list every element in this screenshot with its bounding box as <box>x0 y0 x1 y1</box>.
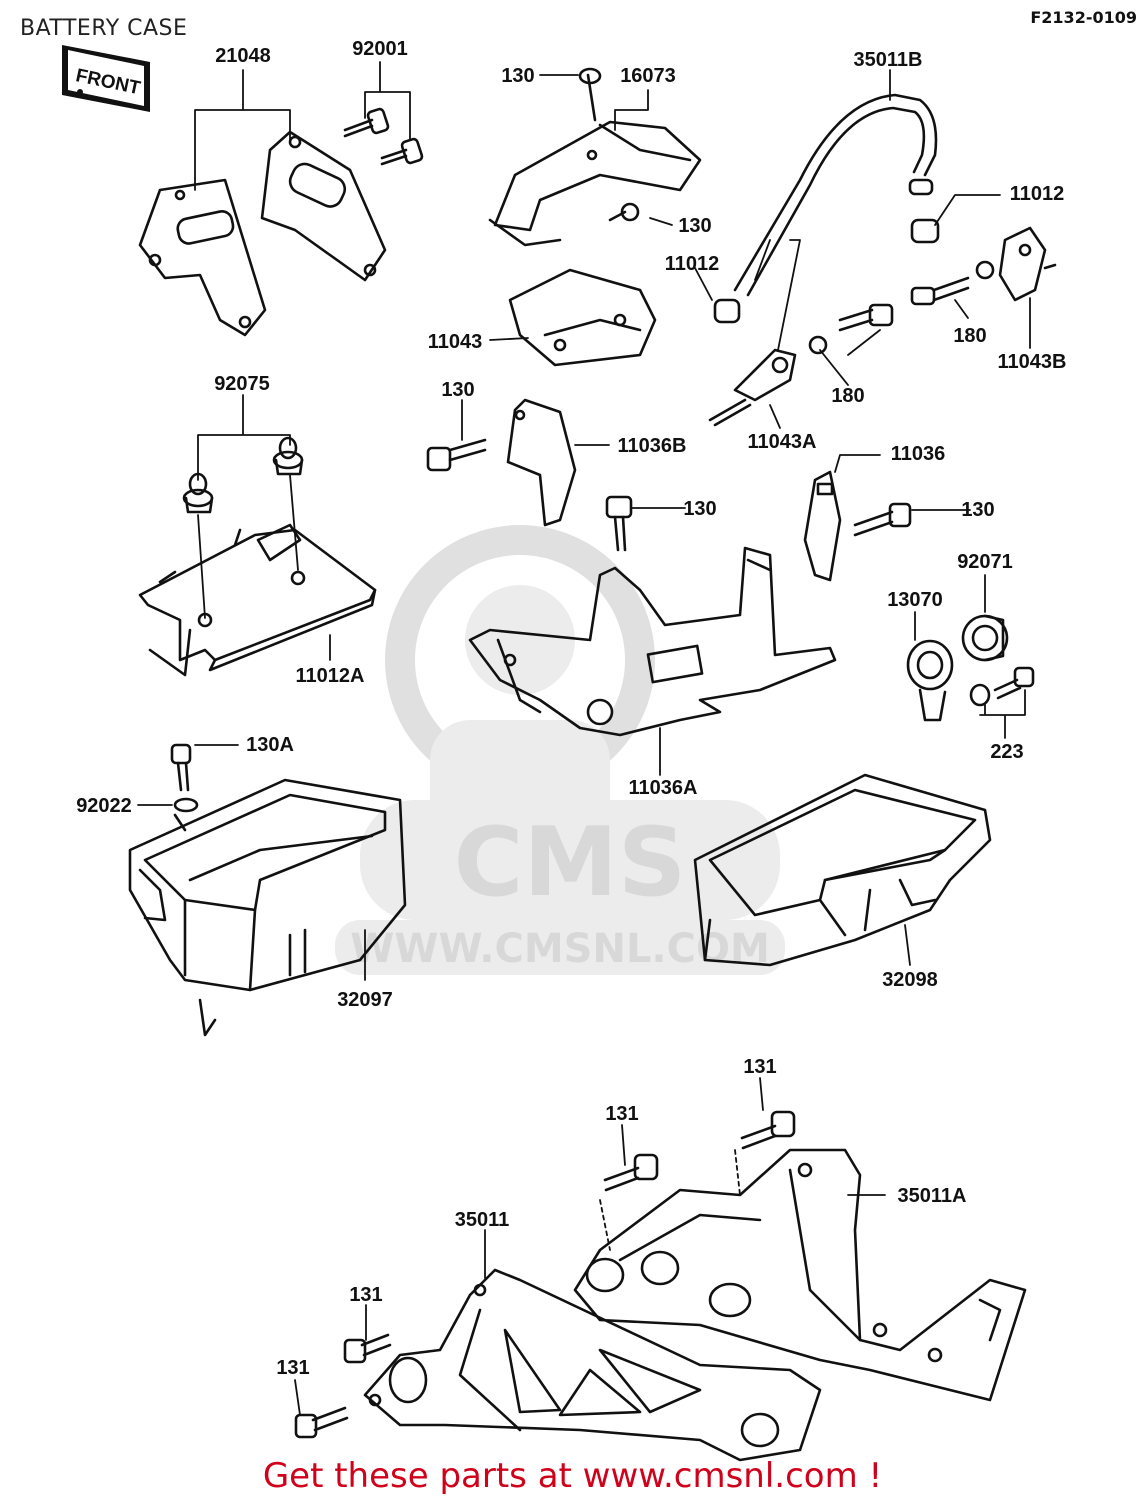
label-11036A: 11036A <box>629 777 698 799</box>
part-11043A-bracket <box>708 348 797 427</box>
label-11043B: 11043B <box>998 351 1067 373</box>
part-16073-bracket <box>488 67 702 247</box>
page-title: BATTERY CASE <box>20 16 188 41</box>
label-130: 130 <box>683 498 716 520</box>
label-11012: 11012 <box>1010 183 1065 205</box>
bolt-92001 <box>343 107 424 166</box>
part-11036B-bracket <box>426 398 577 527</box>
cmsnl-footer-link[interactable]: Get these parts at www.cmsnl.com ! <box>262 1456 883 1496</box>
label-92022: 92022 <box>76 795 132 817</box>
label-92001: 92001 <box>352 38 408 60</box>
label-32097: 32097 <box>337 989 393 1011</box>
label-32098: 32098 <box>882 969 938 991</box>
part-11036A-frame <box>468 546 837 737</box>
label-35011B: 35011B <box>854 49 923 71</box>
label-11036B: 11036B <box>618 435 687 457</box>
part-11043-holder <box>508 202 657 367</box>
label-11012: 11012 <box>665 253 720 275</box>
label-11036: 11036 <box>891 443 946 465</box>
part-21048-bracket <box>138 130 387 337</box>
part-11043B-clamp <box>808 226 1057 355</box>
label-130A: 130A <box>246 734 294 756</box>
label-16073: 16073 <box>620 65 676 87</box>
part-13070-92071-223 <box>906 614 1035 722</box>
part-35011A-bracket <box>573 1110 1027 1402</box>
part-11036-stay <box>605 470 912 582</box>
label-21048: 21048 <box>215 45 271 67</box>
part-35011-bracket <box>294 1268 822 1462</box>
watermark-logo: CMS <box>454 808 687 918</box>
battery-case-32097 <box>128 743 407 1037</box>
part-35011B-rod <box>713 93 940 324</box>
label-223: 223 <box>990 741 1023 763</box>
label-130: 130 <box>501 65 534 87</box>
part-labels: 21048 92001 130 16073 130 11012 11043 35… <box>76 38 1066 1379</box>
label-35011: 35011 <box>455 1209 510 1231</box>
label-131: 131 <box>605 1103 638 1125</box>
front-badge: FRONT <box>62 45 150 112</box>
nut-92075 <box>182 436 304 514</box>
label-131: 131 <box>349 1284 382 1306</box>
label-11043A: 11043A <box>748 431 817 453</box>
label-11043: 11043 <box>428 331 483 353</box>
watermark-url: WWW.CMSNL.COM <box>350 926 770 972</box>
label-180: 180 <box>831 385 864 407</box>
cmsnl-watermark: CMS WWW.CMSNL.COM <box>335 525 785 975</box>
label-131: 131 <box>743 1056 776 1078</box>
label-13070: 13070 <box>887 589 943 611</box>
label-92075: 92075 <box>214 373 270 395</box>
label-130: 130 <box>961 499 994 521</box>
battery-case-32098 <box>693 773 992 967</box>
label-35011A: 35011A <box>898 1185 967 1207</box>
leader-lines <box>137 61 1031 1416</box>
label-130: 130 <box>678 215 711 237</box>
label-131: 131 <box>276 1357 309 1379</box>
label-11012A: 11012A <box>296 665 365 687</box>
label-130: 130 <box>441 379 474 401</box>
diagram-code: F2132-0109 <box>1030 8 1137 27</box>
label-180: 180 <box>953 325 986 347</box>
label-92071: 92071 <box>957 551 1013 573</box>
part-11012A-plate <box>138 523 377 677</box>
